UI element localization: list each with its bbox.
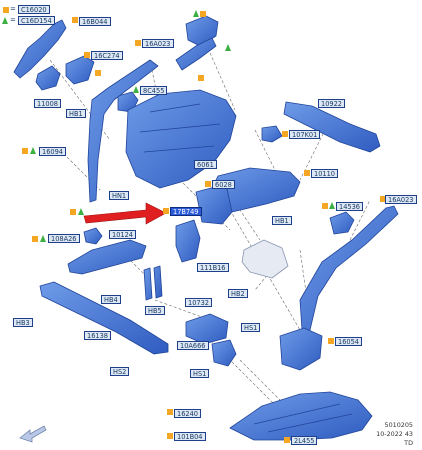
- part-bracket-16c274: [65, 55, 95, 85]
- part-label-10922[interactable]: 10922: [318, 99, 345, 108]
- legend-square-icon: [3, 7, 9, 13]
- part-small-bracket-108a26: [83, 227, 103, 245]
- part-label-hn1[interactable]: HN1: [109, 191, 130, 200]
- marker-square-icon: [163, 208, 169, 214]
- part-upper-pillar-16a023: [185, 15, 219, 47]
- part-label-111b16[interactable]: 111B16: [197, 263, 229, 272]
- legend-square-code[interactable]: C16020: [18, 5, 50, 14]
- part-label-hb3[interactable]: HB3: [13, 318, 33, 327]
- marker-triangle-icon: [225, 44, 231, 51]
- part-label-hb4[interactable]: HB4: [101, 295, 121, 304]
- footer-date: 10-2022 43: [376, 430, 413, 438]
- part-bracket-16054: [279, 327, 323, 371]
- part-label-6028[interactable]: 6028: [212, 180, 235, 189]
- part-label-16094[interactable]: 16094: [39, 147, 66, 156]
- part-label-16240[interactable]: 16240: [174, 409, 201, 418]
- parts: [13, 15, 399, 441]
- legend-equals-2: =: [10, 16, 16, 24]
- marker-square-icon: [198, 75, 204, 81]
- marker-square-icon: [167, 409, 173, 415]
- part-label-hb1-mid[interactable]: HB1: [272, 216, 292, 225]
- marker-square-icon: [72, 17, 78, 23]
- part-label-14536[interactable]: 14536: [336, 202, 363, 211]
- part-label-10110[interactable]: 10110: [311, 169, 338, 178]
- part-label-hb2[interactable]: HB2: [228, 289, 248, 298]
- part-label-16c274[interactable]: 16C274: [91, 51, 123, 60]
- marker-triangle-icon: [78, 208, 84, 215]
- part-sill-10124: [67, 239, 147, 275]
- part-label-10a666[interactable]: 10A666: [177, 341, 209, 350]
- marker-triangle-icon: [40, 235, 46, 242]
- part-fastener-hb5: [143, 265, 163, 301]
- part-plate-10732: [185, 313, 229, 345]
- marker-square-icon: [284, 437, 290, 443]
- part-upper-bracket: [13, 19, 67, 79]
- part-left-pillar: [87, 59, 159, 203]
- part-bar-16138: [39, 281, 169, 355]
- part-label-16138[interactable]: 16138: [84, 331, 111, 340]
- part-label-hb1-left[interactable]: HB1: [66, 109, 86, 118]
- red-callout-arrow: [83, 202, 167, 225]
- part-label-107k01[interactable]: 107K01: [289, 130, 321, 139]
- part-floor-ribs: [139, 103, 221, 153]
- part-label-6061[interactable]: 6061: [194, 160, 217, 169]
- part-label-8c455[interactable]: 8C455: [140, 86, 168, 95]
- marker-triangle-icon: [133, 86, 139, 93]
- legend-triangle-code[interactable]: C16D154: [18, 16, 55, 25]
- part-label-hs2[interactable]: HS2: [110, 367, 130, 376]
- marker-square-icon: [380, 196, 386, 202]
- part-label-16a023-top[interactable]: 16A023: [142, 39, 174, 48]
- marker-square-icon: [84, 52, 90, 58]
- part-small-bracket-11008: [35, 65, 61, 91]
- legend-equals: =: [10, 5, 16, 13]
- part-label-hs1-top[interactable]: HS1: [241, 323, 261, 332]
- part-panel-17b749: [175, 219, 201, 263]
- marker-triangle-icon: [30, 147, 36, 154]
- marker-square-icon: [135, 40, 141, 46]
- part-label-17b749[interactable]: 17B749: [170, 207, 202, 216]
- part-bracket-10a666: [211, 339, 237, 367]
- part-lower-assembly: [229, 391, 373, 441]
- marker-square-icon: [328, 338, 334, 344]
- part-label-16054[interactable]: 16054: [335, 337, 362, 346]
- direction-arrow-icon: [19, 425, 47, 443]
- part-bracket-14536: [329, 211, 355, 235]
- legend-triangle-icon: [2, 17, 8, 24]
- part-label-10732[interactable]: 10732: [185, 298, 212, 307]
- part-bracket-107k01: [261, 125, 283, 143]
- part-label-108a26[interactable]: 108A26: [48, 234, 80, 243]
- part-label-16a023-right[interactable]: 16A023: [385, 195, 417, 204]
- marker-square-icon: [205, 181, 211, 187]
- part-label-101b04[interactable]: 101B04: [174, 432, 206, 441]
- part-lower-assembly-ribs: [253, 403, 353, 433]
- marker-square-icon: [200, 11, 206, 17]
- marker-square-icon: [304, 170, 310, 176]
- marker-square-icon: [282, 131, 288, 137]
- part-label-2l455[interactable]: 2L455: [291, 436, 318, 445]
- marker-triangle-icon: [193, 10, 199, 17]
- part-bracket-111b16: [241, 239, 289, 279]
- part-rail-10922: [283, 101, 381, 153]
- marker-square-icon: [322, 203, 328, 209]
- part-rail-lower: [195, 183, 233, 225]
- footer-doc-number: 5010205: [384, 421, 413, 429]
- part-label-hs1-bottom[interactable]: HS1: [190, 369, 210, 378]
- part-label-11008[interactable]: 11008: [34, 99, 61, 108]
- part-label-16b044[interactable]: 16B044: [79, 17, 111, 26]
- footer-initials: TD: [404, 439, 413, 447]
- marker-triangle-icon: [329, 202, 335, 209]
- part-pillar-link: [175, 37, 217, 71]
- part-floor-central: [125, 89, 237, 189]
- part-label-10124[interactable]: 10124: [109, 230, 136, 239]
- marker-square-icon: [70, 209, 76, 215]
- marker-square-icon: [22, 148, 28, 154]
- part-bracket-8c455: [117, 91, 139, 113]
- part-label-hb5[interactable]: HB5: [145, 306, 165, 315]
- marker-square-icon: [95, 70, 101, 76]
- marker-square-icon: [32, 236, 38, 242]
- marker-square-icon: [167, 433, 173, 439]
